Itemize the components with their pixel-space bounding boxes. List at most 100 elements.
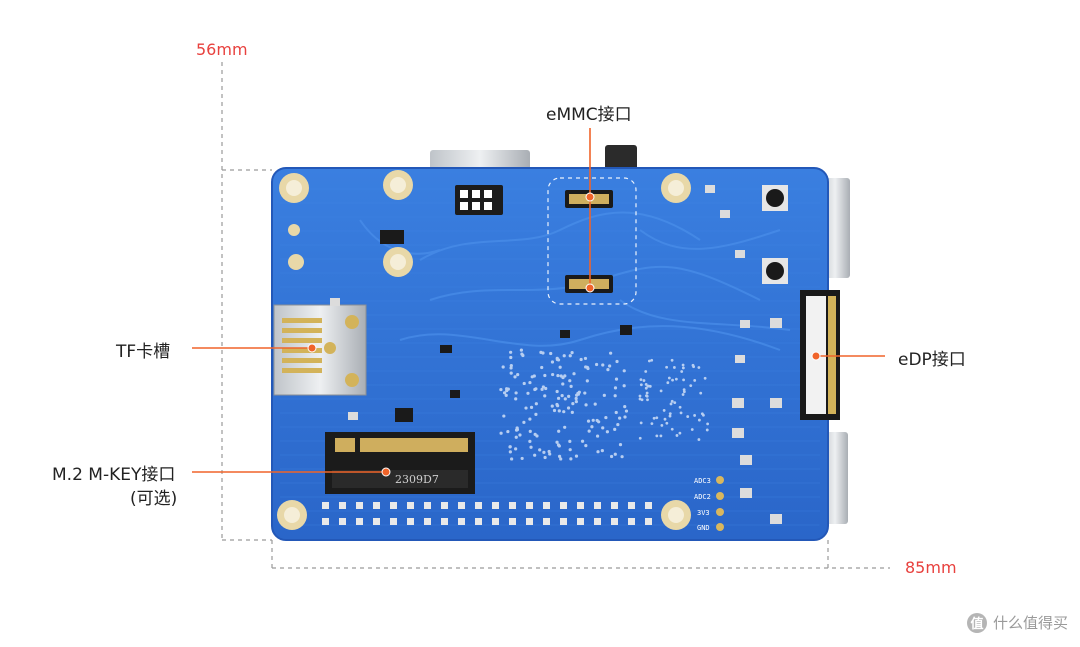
via xyxy=(534,387,538,391)
via xyxy=(550,360,555,364)
via xyxy=(614,410,618,415)
gpio-pin xyxy=(611,502,618,509)
via xyxy=(514,447,518,451)
via xyxy=(552,408,557,413)
via xyxy=(609,454,614,459)
via xyxy=(566,406,571,410)
via xyxy=(509,363,513,368)
via xyxy=(613,394,617,398)
via xyxy=(528,429,532,433)
via xyxy=(618,416,622,420)
via xyxy=(526,391,530,395)
gpio-pin xyxy=(424,518,431,525)
via xyxy=(655,416,659,420)
via xyxy=(516,373,520,377)
via xyxy=(550,404,554,408)
via xyxy=(585,379,589,383)
via xyxy=(678,431,682,435)
via xyxy=(639,383,643,387)
via xyxy=(502,391,507,395)
gpio-pin xyxy=(594,502,601,509)
via xyxy=(534,402,538,406)
watermark-text: 什么值得买 xyxy=(992,614,1068,632)
gpio-pin xyxy=(594,518,601,525)
pin-label-adc2: ADC2 xyxy=(694,493,711,501)
via xyxy=(555,440,559,444)
via xyxy=(618,443,623,447)
via xyxy=(570,410,574,414)
via xyxy=(668,412,672,416)
gpio-pin xyxy=(611,518,618,525)
via xyxy=(499,431,503,435)
via xyxy=(614,377,619,381)
via xyxy=(583,391,587,395)
via xyxy=(570,351,574,355)
gpio-pin xyxy=(339,502,346,509)
via xyxy=(600,449,604,453)
via xyxy=(584,365,588,369)
via xyxy=(601,363,605,367)
via xyxy=(644,383,648,386)
via xyxy=(569,457,573,461)
via xyxy=(689,384,693,387)
gpio-pin xyxy=(645,518,652,525)
tactile-buttons xyxy=(762,185,788,284)
via xyxy=(605,430,609,434)
via xyxy=(638,394,642,398)
via xyxy=(652,416,656,420)
via xyxy=(574,399,578,404)
via xyxy=(522,420,526,424)
via xyxy=(671,378,674,382)
via xyxy=(509,355,513,360)
m2-slot xyxy=(325,432,475,494)
gpio-pin xyxy=(441,518,448,525)
via xyxy=(568,354,572,358)
via xyxy=(514,391,518,395)
via xyxy=(515,426,519,430)
via xyxy=(682,378,685,382)
via xyxy=(587,429,591,433)
via xyxy=(693,379,697,382)
via xyxy=(584,444,588,448)
via xyxy=(499,387,503,392)
leader-dots xyxy=(307,192,821,477)
via xyxy=(541,351,545,355)
via xyxy=(580,439,585,443)
gpio-pin xyxy=(560,502,567,509)
gpio-pin xyxy=(407,502,414,509)
via xyxy=(557,454,562,458)
via xyxy=(569,384,573,388)
via xyxy=(556,396,561,400)
gpio-pin xyxy=(560,518,567,525)
via xyxy=(679,411,683,415)
via xyxy=(533,432,537,436)
via xyxy=(697,366,701,369)
via xyxy=(646,398,649,402)
via xyxy=(670,358,674,362)
watermark-logo-icon: 值 xyxy=(966,612,987,633)
via xyxy=(644,370,648,373)
adc-pads xyxy=(716,476,724,531)
emmc-label: eMMC接口 xyxy=(546,105,632,125)
via xyxy=(563,397,567,401)
via xyxy=(540,365,544,370)
via xyxy=(662,409,666,412)
via xyxy=(692,365,696,369)
via xyxy=(616,422,620,427)
via xyxy=(509,366,513,370)
via xyxy=(504,393,508,397)
via xyxy=(665,365,669,369)
via xyxy=(549,351,553,356)
gpio-pin xyxy=(509,502,516,509)
via xyxy=(556,443,561,447)
via xyxy=(647,359,651,363)
via xyxy=(555,402,559,407)
via xyxy=(543,394,547,398)
gpio-pin xyxy=(356,502,363,509)
via xyxy=(544,386,548,391)
site-watermark: 值 什么值得买 xyxy=(966,612,1068,633)
via xyxy=(609,351,613,355)
gpio-pin xyxy=(628,518,635,525)
dimension-lines xyxy=(221,62,890,569)
via xyxy=(547,449,551,454)
